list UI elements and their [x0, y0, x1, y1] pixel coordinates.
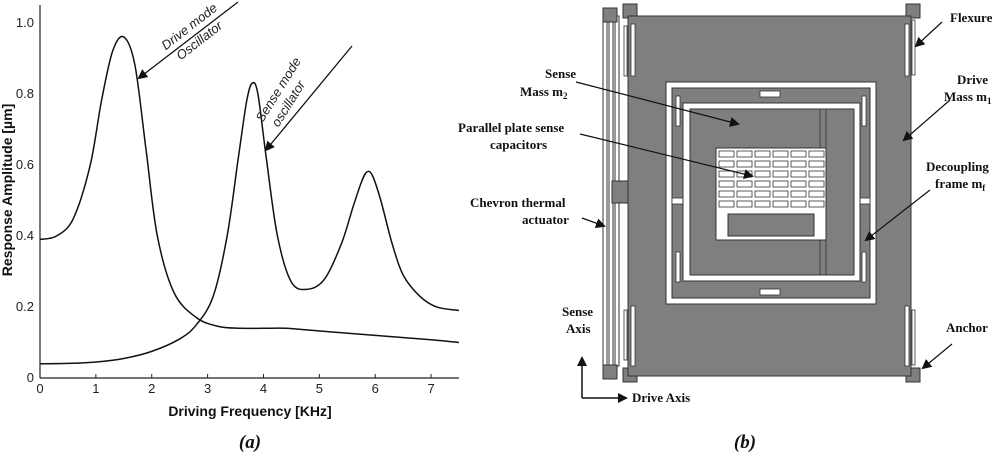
capacitor-plate [718, 160, 735, 168]
gyroscope-layout-diagram: Flexure Sense Mass m2 Drive Mass m1 Para… [458, 3, 993, 453]
capacitor-plate [718, 190, 735, 198]
y-tick-label: 0.6 [16, 157, 34, 172]
anchor-top-left [602, 7, 618, 23]
y-tick-label: 0 [27, 370, 34, 385]
capacitor-plate [790, 160, 807, 168]
capacitor-plate [736, 190, 753, 198]
capacitor-plate [718, 180, 735, 188]
label-arrows [575, 21, 953, 370]
y-tick-label: 0.2 [16, 299, 34, 314]
capacitor-plate [808, 180, 825, 188]
capacitor-plate [718, 200, 735, 208]
x-tick-label: 0 [36, 381, 43, 396]
annotation-arrow [137, 1, 239, 80]
flexures [623, 19, 916, 367]
x-tick-label: 6 [372, 381, 379, 396]
capacitor-plate [754, 200, 771, 208]
capacitor-anchor-block [727, 213, 815, 237]
capacitor-plate [736, 150, 753, 158]
y-tick-labels: 0 0.2 0.4 0.6 0.8 1.0 [16, 15, 34, 385]
label-chevron-1: Chevron thermal [470, 195, 566, 210]
frequency-response-chart: 0 1 2 3 4 5 6 7 0 0.2 0.4 0.6 0.8 1.0 Drive modeOsci… [0, 0, 460, 453]
caption-b: (b) [734, 432, 756, 453]
capacitor-plate [736, 180, 753, 188]
capacitor-plate [808, 190, 825, 198]
label-flexure: Flexure [950, 10, 993, 25]
label-drive-mass-1: Drive [957, 72, 988, 87]
y-tick-label: 0.8 [16, 86, 34, 101]
capacitor-plate [808, 150, 825, 158]
axes-indicator [577, 356, 628, 403]
capacitor-plate [736, 200, 753, 208]
anchor-top-right [905, 3, 921, 19]
capacitor-plate [718, 150, 735, 158]
capacitor-plate [754, 180, 771, 188]
capacitor-plate [772, 160, 789, 168]
y-axis-title: Response Amplitude [µm] [0, 104, 15, 276]
x-tick-label: 5 [316, 381, 323, 396]
capacitor-plate [772, 170, 789, 178]
capacitor-plate [754, 150, 771, 158]
parallel-plate-capacitors [718, 150, 825, 208]
annotation-arrow [264, 45, 353, 152]
capacitor-plate [808, 200, 825, 208]
label-sense-axis-2: Axis [566, 321, 591, 336]
x-tick-label: 1 [92, 381, 99, 396]
label-sense-mass-1: Sense [545, 66, 576, 81]
label-drive-axis: Drive Axis [632, 390, 690, 405]
x-tick-label: 2 [148, 381, 155, 396]
chart-axes [39, 5, 459, 379]
label-parallel-2: capacitors [490, 137, 547, 152]
y-tick-label: 1.0 [16, 15, 34, 30]
x-tick-label: 7 [427, 381, 434, 396]
anchor-bottom-left [602, 364, 618, 380]
y-tick-label: 0.4 [16, 228, 34, 243]
label-sense-axis-1: Sense [562, 304, 593, 319]
capacitor-plate [772, 200, 789, 208]
decoupling-flexures [671, 90, 871, 296]
capacitor-plate [790, 200, 807, 208]
series-line-2 [39, 81, 460, 365]
capacitor-plate [754, 160, 771, 168]
x-axis-title: Driving Frequency [KHz] [168, 403, 331, 419]
label-decoupling-2: frame mf [935, 176, 986, 193]
capacitor-plate [772, 180, 789, 188]
caption-a: (a) [239, 432, 261, 453]
label-decoupling-1: Decoupling [926, 159, 989, 174]
label-drive-mass-2: Mass m1 [944, 89, 992, 106]
label-anchor: Anchor [946, 320, 988, 335]
series-line-1 [39, 35, 460, 344]
capacitor-plate [754, 170, 771, 178]
capacitor-plate [808, 170, 825, 178]
x-tick-label: 3 [204, 381, 211, 396]
capacitor-plate [790, 190, 807, 198]
x-tick-label: 4 [260, 381, 267, 396]
label-sense-mass-2: Mass m2 [520, 84, 568, 101]
x-tick-labels: 0 1 2 3 4 5 6 7 [36, 374, 435, 396]
capacitor-plate [754, 190, 771, 198]
capacitor-plate [736, 160, 753, 168]
capacitor-plate [790, 150, 807, 158]
capacitor-plate [790, 170, 807, 178]
capacitor-plate [808, 160, 825, 168]
label-parallel-1: Parallel plate sense [458, 120, 564, 135]
chart-series [39, 35, 460, 365]
capacitor-plate [772, 190, 789, 198]
capacitor-plate [718, 170, 735, 178]
label-chevron-2: actuator [522, 212, 569, 227]
capacitor-plate [790, 180, 807, 188]
capacitor-plate [772, 150, 789, 158]
